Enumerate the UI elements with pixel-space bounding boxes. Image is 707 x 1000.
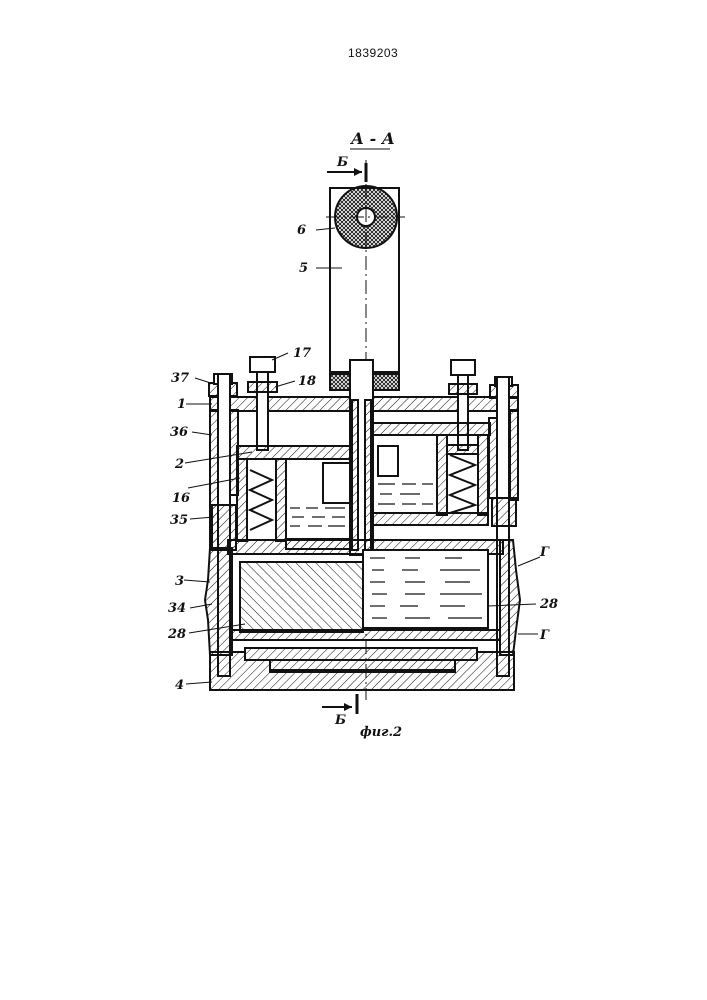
section-arrowhead-bottom: [344, 703, 352, 711]
middle-chamber-right-floor: [373, 513, 488, 525]
spring-right: [492, 498, 516, 526]
housing-left-wall: [205, 548, 232, 655]
section-title-group: А - А: [350, 129, 395, 149]
spring-chamber-left: [237, 459, 286, 541]
callout-28-left: 28: [167, 627, 186, 642]
housing-bottom-wall: [232, 630, 500, 640]
section-marker-bottom-label: Б: [334, 713, 346, 728]
central-stem-hatch-right: [365, 400, 371, 550]
spring-chamber-right: [437, 435, 488, 515]
sleeve-right-outer: [510, 410, 518, 500]
section-title: А - А: [350, 129, 395, 148]
callout-6: 6: [297, 223, 306, 238]
callout-37: 37: [171, 371, 189, 386]
nut-18-left: [248, 382, 277, 392]
leader-g-top: [518, 557, 540, 566]
bolt-head-left: [250, 357, 275, 372]
middle-block-right: [378, 446, 398, 476]
callout-2: 2: [174, 457, 184, 472]
callout-28-right: 28: [539, 597, 558, 612]
housing-right-wall: [500, 540, 520, 655]
callout-3: 3: [175, 574, 184, 589]
nut-18-right: [449, 384, 477, 394]
section-marker-top: Б: [327, 155, 366, 182]
figure-caption: фиг.2: [360, 725, 402, 740]
chamber-right-wall-b: [478, 435, 488, 515]
lower-housing-3: [205, 540, 520, 655]
middle-block-left: [323, 463, 350, 503]
leader-4: [186, 682, 212, 684]
plate-2-right: [372, 423, 490, 435]
section-marker-bottom: Б: [322, 694, 357, 728]
cavity-28-left: [240, 562, 363, 632]
callout-4: 4: [175, 678, 184, 693]
spring-right-cap: [447, 445, 478, 454]
cavity-28-right: [363, 550, 488, 628]
leader-37: [195, 378, 214, 384]
callout-17: 17: [293, 346, 311, 361]
section-arrowhead-top: [354, 168, 362, 176]
central-stem-hatch-left: [352, 400, 358, 550]
chamber-left-wall-a: [237, 459, 247, 541]
spring-right-coil: [450, 455, 475, 513]
chamber-right-wall-a: [437, 435, 447, 515]
plate-2: [237, 446, 353, 459]
bolt-head-right: [451, 360, 475, 375]
base-step: [245, 648, 477, 660]
callout-5: 5: [299, 261, 308, 276]
callout-18: 18: [298, 374, 316, 389]
leader-3: [184, 580, 210, 582]
callout-34: 34: [168, 601, 186, 616]
callout-16: 16: [172, 491, 190, 506]
section-marker-top-label: Б: [336, 155, 348, 170]
chamber-left-wall-b: [276, 459, 286, 541]
spring-16-left: [250, 470, 272, 530]
callout-g-top: Г: [539, 545, 550, 560]
callout-1: 1: [177, 397, 186, 412]
callout-g-bottom: Г: [539, 628, 550, 643]
base-plate-4: [210, 648, 514, 690]
callout-36: 36: [170, 425, 188, 440]
callout-35: 35: [170, 513, 188, 528]
base-step-inner: [270, 660, 455, 670]
